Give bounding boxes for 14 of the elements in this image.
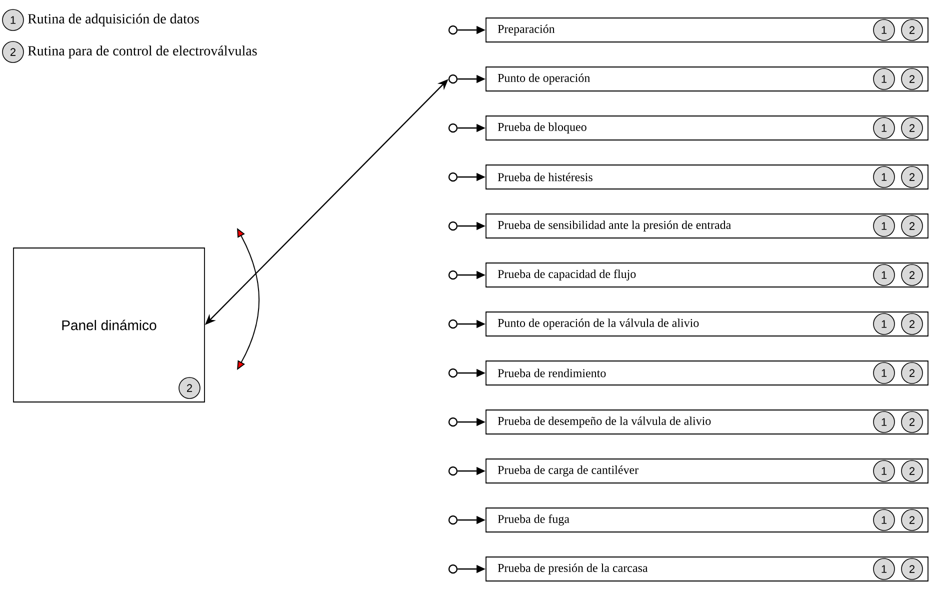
terminal-circle: [448, 368, 458, 378]
terminal-circle: [448, 270, 458, 280]
terminal-circle: [448, 564, 458, 574]
terminal-circle: [448, 417, 458, 427]
terminal-circle: [448, 515, 458, 525]
terminal-circle: [448, 319, 458, 329]
terminal-circle: [448, 123, 458, 133]
terminal-circle: [448, 221, 458, 231]
legend-text: Rutina para de control de electroválvulas: [28, 46, 257, 58]
terminal-circle: [448, 172, 458, 182]
terminal-circle: [448, 466, 458, 476]
terminal-circle: [448, 74, 458, 84]
terminal-circle: [448, 25, 458, 35]
legend-text: Rutina de adquisición de datos: [28, 14, 199, 26]
